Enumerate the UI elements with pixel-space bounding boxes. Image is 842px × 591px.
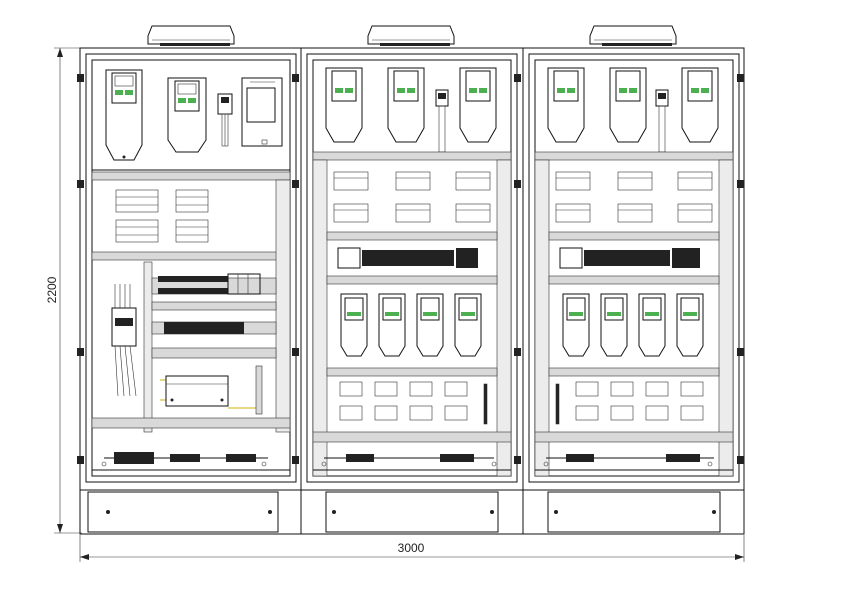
left-terminal-strip-2 [151,321,277,335]
width-dimension: 3000 [79,535,745,562]
plinths [87,491,721,533]
plinth-middle [325,491,499,533]
middle-row-drives [340,293,482,357]
door-hinges [77,74,744,464]
right-relays [555,381,704,425]
middle-relays [339,381,488,425]
roof-fan-right [589,25,677,46]
vfd-drive-icon [600,293,628,357]
middle-contactors [333,171,491,223]
vfd-drive-icon [416,293,444,357]
middle-terminal-strip [337,247,478,269]
left-top-drives [105,69,283,161]
right-row-drives [562,293,704,357]
cabinet-left [85,53,297,483]
vfd-drive-icon [562,293,590,357]
plinth-right [547,491,721,533]
small-breaker-icon [435,89,449,153]
vfd-drive-icon [459,67,497,143]
vfd-drive-icon [167,77,207,153]
height-dimension: 2200 [45,47,82,534]
vfd-drive-icon [325,67,363,143]
vfd-drive-icon [378,293,406,357]
left-breakers [111,284,166,401]
right-top-drives [547,67,719,153]
vfd-drive-icon [105,69,143,161]
plinth-left [87,491,279,533]
middle-bottom-terminals [321,454,497,467]
vfd-drive-icon [454,293,482,357]
vfd-drive-icon [609,67,647,143]
vfd-drive-icon [676,293,704,357]
roof-fans [147,25,677,46]
left-controller-box [165,365,263,415]
height-label: 2200 [45,276,59,303]
terminal-blocks [158,273,261,295]
middle-top-drives [325,67,497,153]
width-label: 3000 [398,541,425,555]
cabinet-right [528,53,740,483]
vfd-drive-icon [638,293,666,357]
right-bottom-terminals [543,454,714,467]
cabinet-middle [306,53,518,483]
vfd-drive-icon [340,293,368,357]
small-breaker-icon [217,93,233,147]
right-terminal-strip [559,247,700,269]
vfd-drive-icon [547,67,585,143]
roof-fan-left [147,25,235,46]
left-contactors [115,189,209,243]
right-contactors [555,171,713,223]
cabinet-frame [79,47,745,535]
left-terminal-strip-1 [151,273,277,295]
small-breaker-icon [655,89,669,153]
left-bottom-terminals [101,452,268,467]
roof-fan-middle [367,25,455,46]
vfd-drive-icon [387,67,425,143]
soft-starter-icon [241,77,283,147]
vfd-drive-icon [681,67,719,143]
